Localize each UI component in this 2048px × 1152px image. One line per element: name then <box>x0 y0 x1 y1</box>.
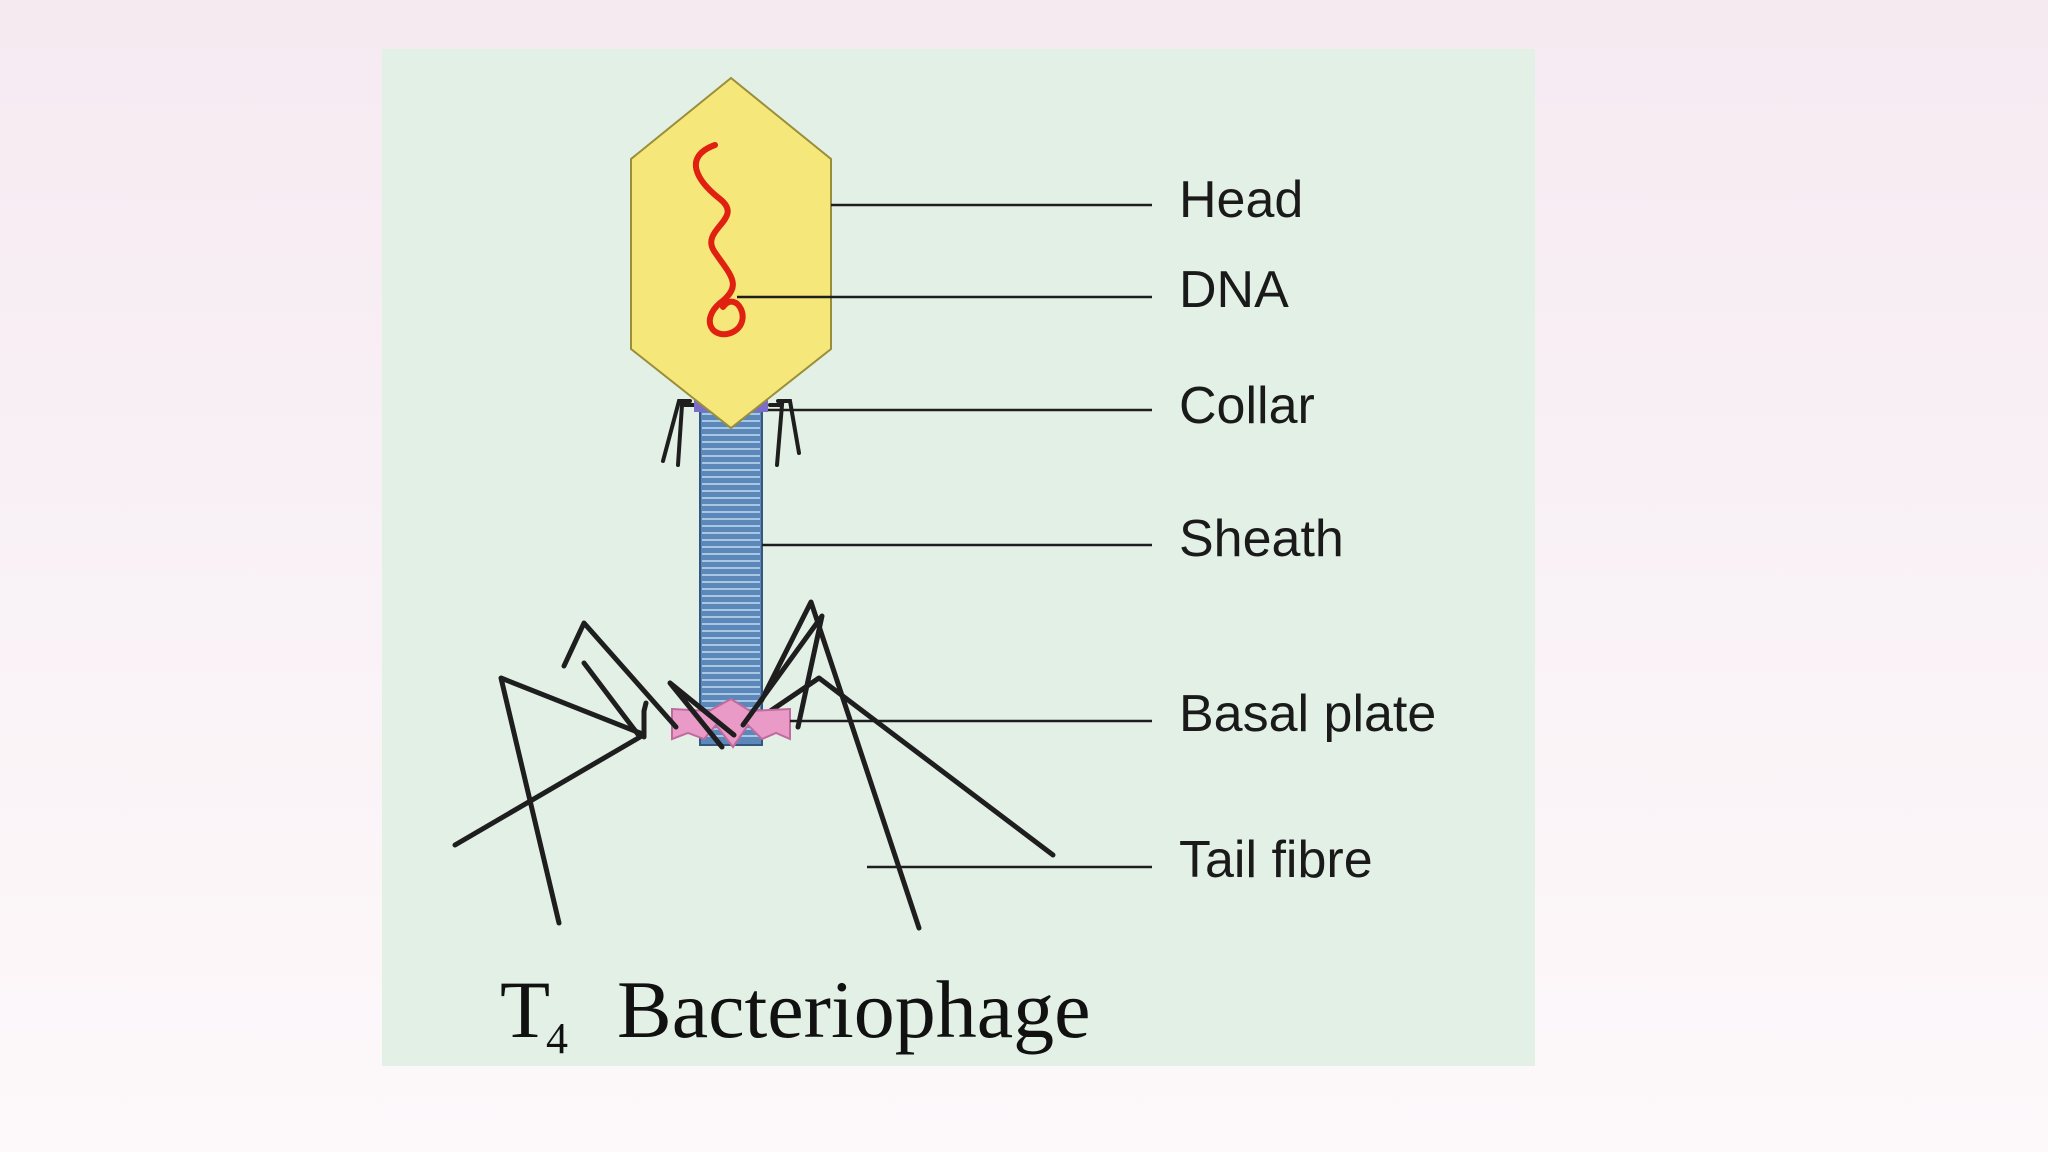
label-dna: DNA <box>1179 261 1289 319</box>
tail-fibre-5 <box>641 700 649 740</box>
tail-fibre-2 <box>498 675 643 926</box>
caption-prefix: T <box>500 964 550 1055</box>
tail-fibre-3 <box>732 675 1056 858</box>
tail-fibre-4 <box>740 599 922 931</box>
label-tail-fibre: Tail fibre <box>1179 831 1373 889</box>
label-sheath: Sheath <box>1179 510 1344 568</box>
dna-strand <box>692 142 746 338</box>
label-basal-plate: Basal plate <box>1179 685 1436 743</box>
tail-fibre-1 <box>452 660 643 848</box>
leader-lines <box>737 203 1152 869</box>
figure-panel: Head DNA Collar Sheath Basal plate Tail … <box>382 49 1535 1066</box>
label-head: Head <box>1179 171 1303 229</box>
label-collar: Collar <box>1179 377 1315 435</box>
figure-caption: T 4 Bacteriophage <box>500 964 1091 1063</box>
collar-whiskers <box>661 399 801 467</box>
capsid-head <box>630 76 832 430</box>
caption-name: Bacteriophage <box>617 964 1091 1055</box>
bacteriophage-diagram: Head DNA Collar Sheath Basal plate Tail … <box>452 76 1436 1063</box>
caption-subscript: 4 <box>546 1014 568 1063</box>
tail-sheath <box>699 407 763 746</box>
